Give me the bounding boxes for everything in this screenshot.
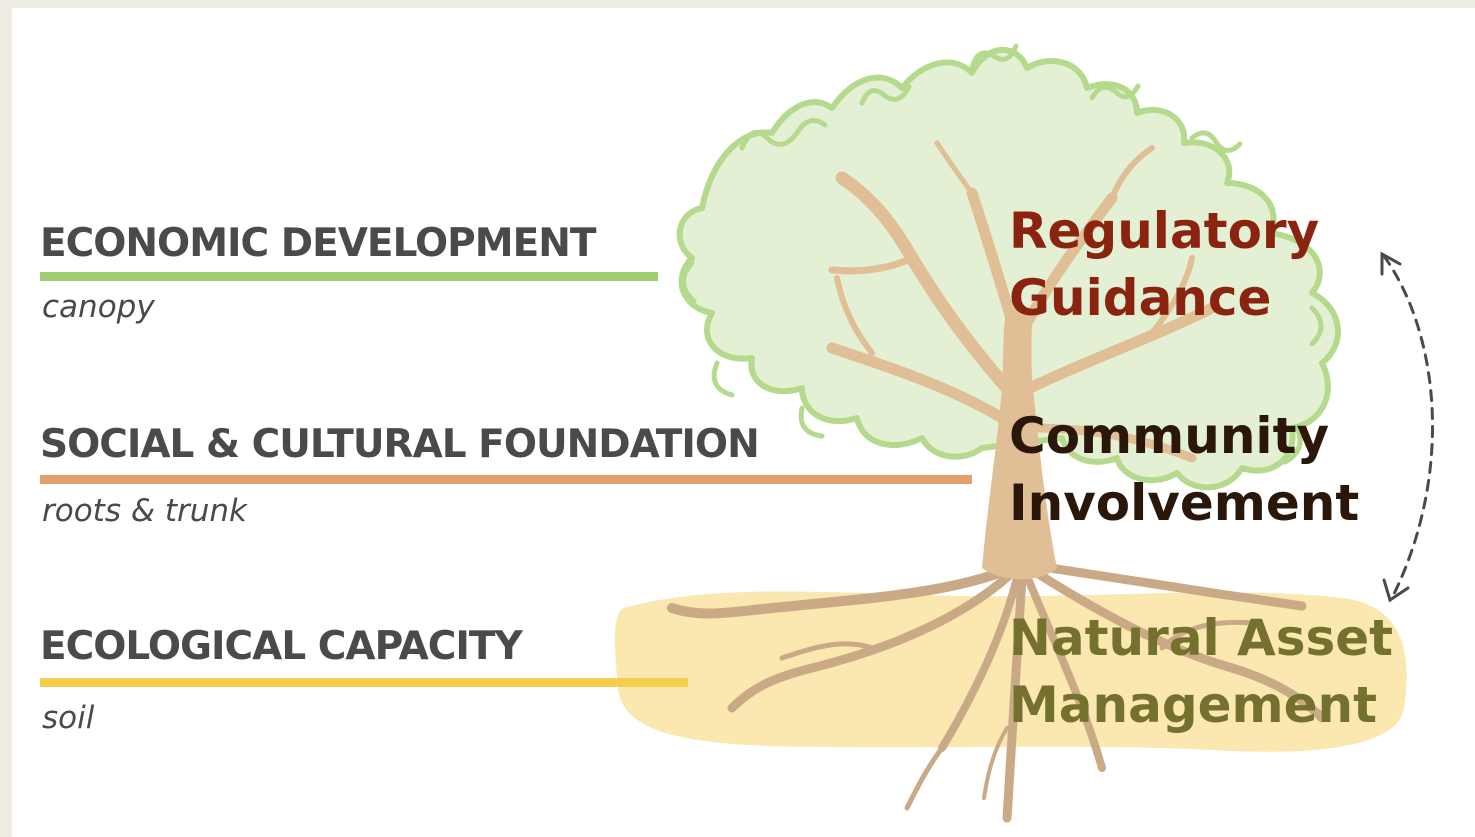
roots <box>667 561 1327 823</box>
pillar-regulatory-guidance-line2: Guidance <box>1009 269 1272 327</box>
pillar-regulatory-guidance: Regulatory Guidance <box>1009 198 1319 332</box>
soil-patch <box>614 591 1407 752</box>
pillar-community-involvement-line1: Community <box>1009 407 1330 465</box>
pillar-natural-asset-management-line2: Management <box>1009 676 1378 734</box>
trunk <box>982 308 1057 580</box>
pillar-natural-asset-management: Natural Asset Management <box>1009 605 1393 739</box>
ecological-capacity-subtitle: soil <box>42 700 95 736</box>
pillar-community-involvement-line2: Involvement <box>1009 474 1360 532</box>
economic-rule <box>40 272 658 281</box>
diagram-frame: ECONOMIC DEVELOPMENT canopy SOCIAL & CUL… <box>12 8 1475 837</box>
branches <box>826 140 1218 463</box>
cycle-arrow <box>1380 251 1434 603</box>
social-cultural-foundation-subtitle: roots & trunk <box>42 493 248 529</box>
ecological-rule <box>40 678 688 687</box>
economic-development-title: ECONOMIC DEVELOPMENT <box>40 221 596 266</box>
pillar-community-involvement: Community Involvement <box>1009 403 1359 537</box>
ecological-capacity-title: ECOLOGICAL CAPACITY <box>40 624 523 669</box>
pillar-regulatory-guidance-line1: Regulatory <box>1009 202 1320 260</box>
social-cultural-foundation-title: SOCIAL & CULTURAL FOUNDATION <box>40 422 760 467</box>
tree-illustration <box>40 43 1434 823</box>
social-rule <box>40 475 972 484</box>
canopy <box>676 46 1341 491</box>
economic-development-subtitle: canopy <box>42 289 155 325</box>
pillar-natural-asset-management-line1: Natural Asset <box>1009 609 1394 667</box>
